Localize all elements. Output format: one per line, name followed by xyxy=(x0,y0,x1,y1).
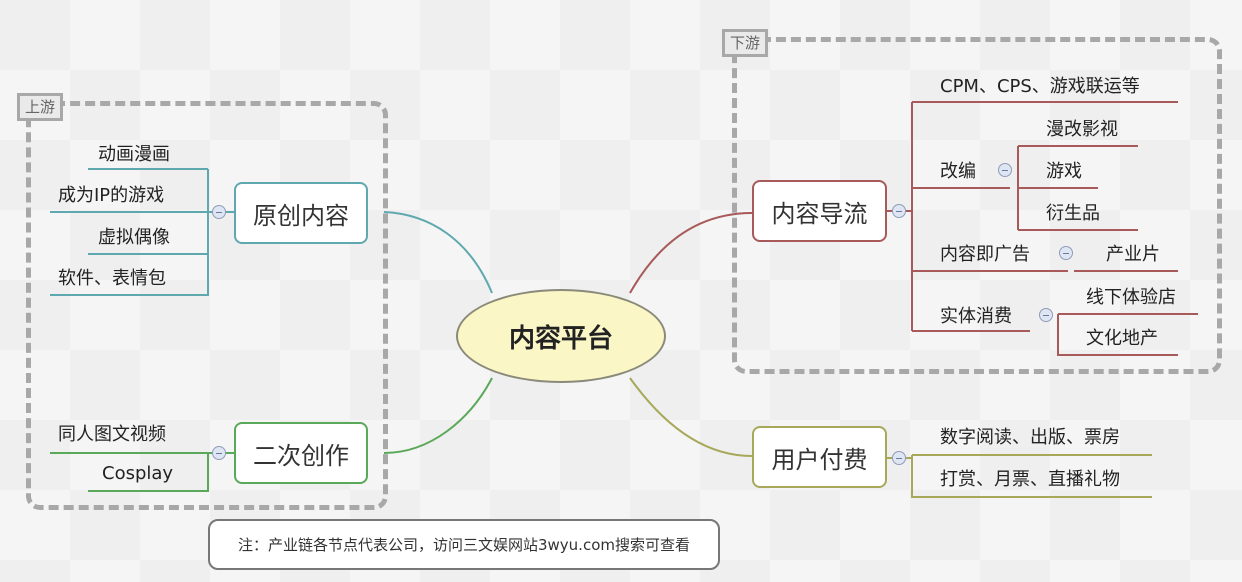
traffic-adapt-label[interactable]: 改编 xyxy=(940,161,976,182)
original-leaf-ip-game[interactable]: 成为IP的游戏 xyxy=(58,185,165,206)
derivative-node[interactable]: 二次创作 xyxy=(234,422,368,484)
original-leaf-anime[interactable]: 动画漫画 xyxy=(98,144,170,165)
link-center-payment xyxy=(629,377,753,457)
original-leaf-lines xyxy=(50,168,234,296)
traffic-node[interactable]: 内容导流 xyxy=(752,180,887,242)
adapt-leaf-merch[interactable]: 衍生品 xyxy=(1046,203,1100,224)
payment-node[interactable]: 用户付费 xyxy=(752,426,887,488)
adapt-collapse-icon[interactable] xyxy=(998,163,1012,177)
footnote: 注：产业链各节点代表公司，访问三文娱网站3wyu.com搜索可查看 xyxy=(208,519,720,570)
original-collapse-icon[interactable] xyxy=(212,205,226,219)
original-content-node[interactable]: 原创内容 xyxy=(234,182,368,244)
derivative-collapse-icon[interactable] xyxy=(212,446,226,460)
ad-collapse-icon[interactable] xyxy=(1059,246,1073,260)
traffic-collapse-icon[interactable] xyxy=(892,204,906,218)
physical-leaf-real-estate[interactable]: 文化地产 xyxy=(1086,328,1158,349)
downstream-tag: 下游 xyxy=(722,29,769,57)
link-center-derivative xyxy=(383,377,493,454)
physical-collapse-icon[interactable] xyxy=(1039,308,1053,322)
original-leaf-virtual-idol[interactable]: 虚拟偶像 xyxy=(98,227,170,248)
downstream-boundary xyxy=(732,37,1222,374)
upstream-tag: 上游 xyxy=(17,93,64,121)
original-leaf-software[interactable]: 软件、表情包 xyxy=(58,268,166,289)
ad-leaf-industry-film[interactable]: 产业片 xyxy=(1106,244,1160,265)
traffic-ad-label[interactable]: 内容即广告 xyxy=(940,244,1030,265)
payment-leaf-tipping[interactable]: 打赏、月票、直播礼物 xyxy=(940,469,1120,490)
link-center-original xyxy=(383,211,493,294)
upstream-boundary xyxy=(26,101,388,510)
payment-collapse-icon[interactable] xyxy=(892,451,906,465)
physical-leaf-store[interactable]: 线下体验店 xyxy=(1086,287,1176,308)
adapt-leaf-film[interactable]: 漫改影视 xyxy=(1046,119,1118,140)
payment-leaf-reading[interactable]: 数字阅读、出版、票房 xyxy=(940,427,1120,448)
traffic-physical-label[interactable]: 实体消费 xyxy=(940,306,1012,327)
center-topic[interactable]: 内容平台 xyxy=(456,289,666,383)
traffic-leaf-cpm[interactable]: CPM、CPS、游戏联运等 xyxy=(940,76,1140,97)
derivative-leaf-cosplay[interactable]: Cosplay xyxy=(102,463,174,484)
adapt-leaf-game[interactable]: 游戏 xyxy=(1046,161,1082,182)
derivative-leaf-fan-work[interactable]: 同人图文视频 xyxy=(58,424,166,445)
